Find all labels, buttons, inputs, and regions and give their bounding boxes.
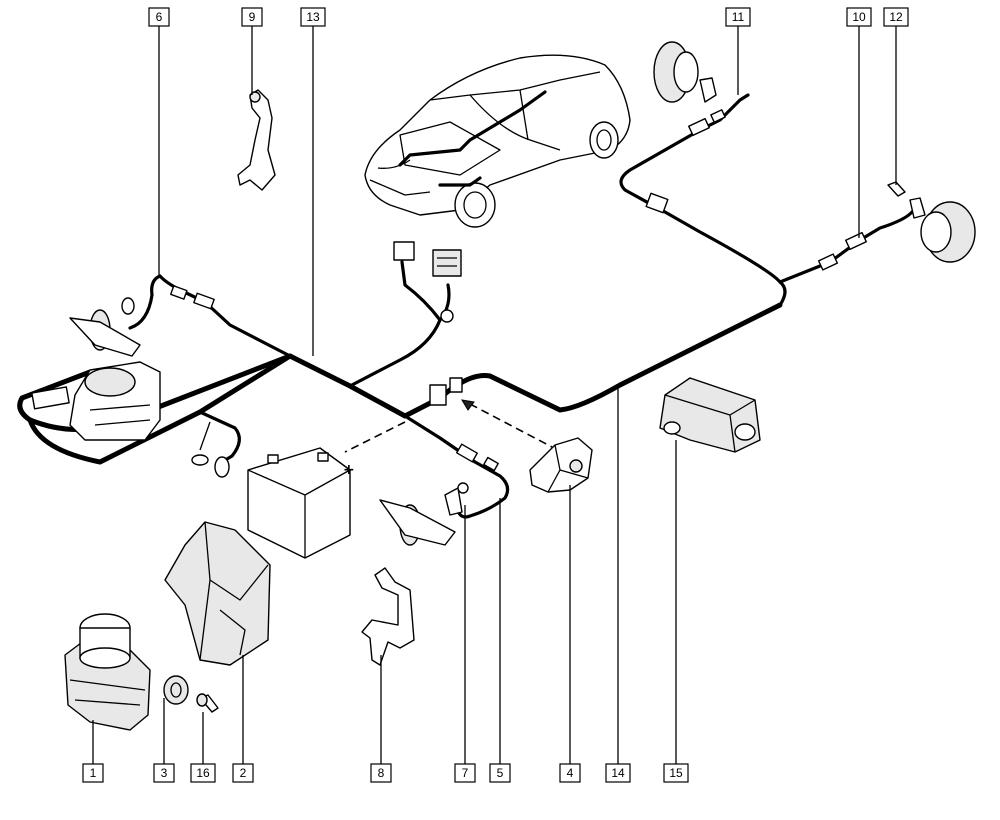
callout-12: 12 (883, 7, 909, 27)
callout-4-label: 4 (567, 766, 574, 780)
part-11-rear-sensor (645, 41, 726, 214)
callout-14: 14 (605, 763, 631, 783)
ground-terminals (191, 454, 230, 478)
callout-9-label: 9 (249, 10, 256, 24)
part-2-ecu-cover (164, 521, 271, 666)
part-9-bracket (237, 89, 276, 191)
callout-7-label: 7 (462, 766, 469, 780)
callout-10: 10 (846, 7, 872, 27)
harness-abs-block (31, 361, 161, 441)
battery-dashed-link (344, 421, 406, 453)
part-10-sensor-connector (817, 231, 867, 271)
callout-1: 1 (82, 763, 104, 783)
callout-8-label: 8 (378, 766, 385, 780)
callout-16-label: 16 (196, 766, 210, 780)
callout-7: 7 (454, 763, 476, 783)
callout-1-label: 1 (90, 766, 97, 780)
callout-16: 16 (190, 763, 216, 783)
leader-lines (92, 26, 897, 764)
callout-15: 15 (663, 763, 689, 783)
callout-13-label: 13 (306, 10, 320, 24)
callout-12-label: 12 (889, 10, 903, 24)
part-3-grommet (163, 675, 189, 705)
arrow-head-icon (461, 399, 475, 411)
harness-connectors (393, 241, 463, 406)
callout-8: 8 (370, 763, 392, 783)
callout-3-label: 3 (161, 766, 168, 780)
callout-11-label: 11 (732, 10, 745, 24)
part-4-relay-bracket (529, 437, 593, 493)
callout-4: 4 (559, 763, 581, 783)
battery: + (247, 447, 355, 559)
callout-10-label: 10 (852, 10, 866, 24)
part-8-bracket (361, 567, 415, 666)
callout-5-label: 5 (497, 766, 504, 780)
callout-5: 5 (489, 763, 511, 783)
part-16-bolt (196, 693, 219, 713)
battery-plus-sign: + (343, 462, 355, 478)
callout-3: 3 (153, 763, 175, 783)
part-1-hydraulic-unit (64, 613, 151, 731)
car-illustration (364, 54, 631, 228)
callout-2-label: 2 (240, 766, 247, 780)
callout-2: 2 (232, 763, 254, 783)
part-15-module (659, 377, 761, 453)
callout-9: 9 (241, 7, 263, 27)
part-6-front-left-sensor (69, 285, 215, 357)
part-12-rear-right-wheel (887, 181, 976, 263)
callout-6-label: 6 (156, 10, 163, 24)
callout-13: 13 (300, 7, 326, 27)
callout-6: 6 (148, 7, 170, 27)
callout-11: 11 (725, 7, 751, 27)
bracket-dashed-link (469, 403, 553, 448)
part-7-front-right-sensor (379, 443, 499, 546)
callout-14-label: 14 (611, 766, 625, 780)
callout-15-label: 15 (669, 766, 683, 780)
